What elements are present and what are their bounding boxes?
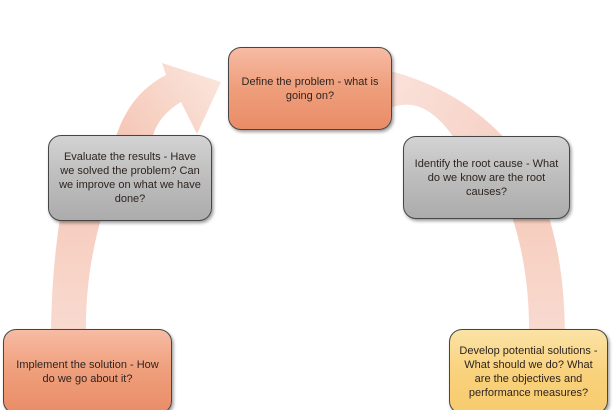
connector-define-to-identify (390, 71, 515, 150)
node-identify-root-cause: Identify the root cause - What do we kno… (403, 136, 570, 219)
node-evaluate-results: Evaluate the results - Have we solved th… (48, 135, 212, 221)
connector-identify-to-develop (508, 205, 565, 340)
node-develop-potential-solutions: Develop potential solutions - What shoul… (449, 329, 608, 410)
node-define-problem-label: Define the problem - what is going on? (241, 75, 379, 102)
node-develop-potential-solutions-label: Develop potential solutions - What shoul… (459, 344, 598, 399)
connector-implement-to-evaluate (51, 205, 105, 340)
node-implement-solution-label: Implement the solution - How do we go ab… (16, 358, 159, 385)
node-implement-solution: Implement the solution - How do we go ab… (3, 329, 172, 410)
node-evaluate-results-label: Evaluate the results - Have we solved th… (59, 151, 201, 205)
node-define-problem: Define the problem - what is going on? (228, 47, 392, 130)
arrow-evaluate-to-define-icon (112, 63, 221, 151)
node-identify-root-cause-label: Identify the root cause - What do we kno… (414, 157, 559, 198)
